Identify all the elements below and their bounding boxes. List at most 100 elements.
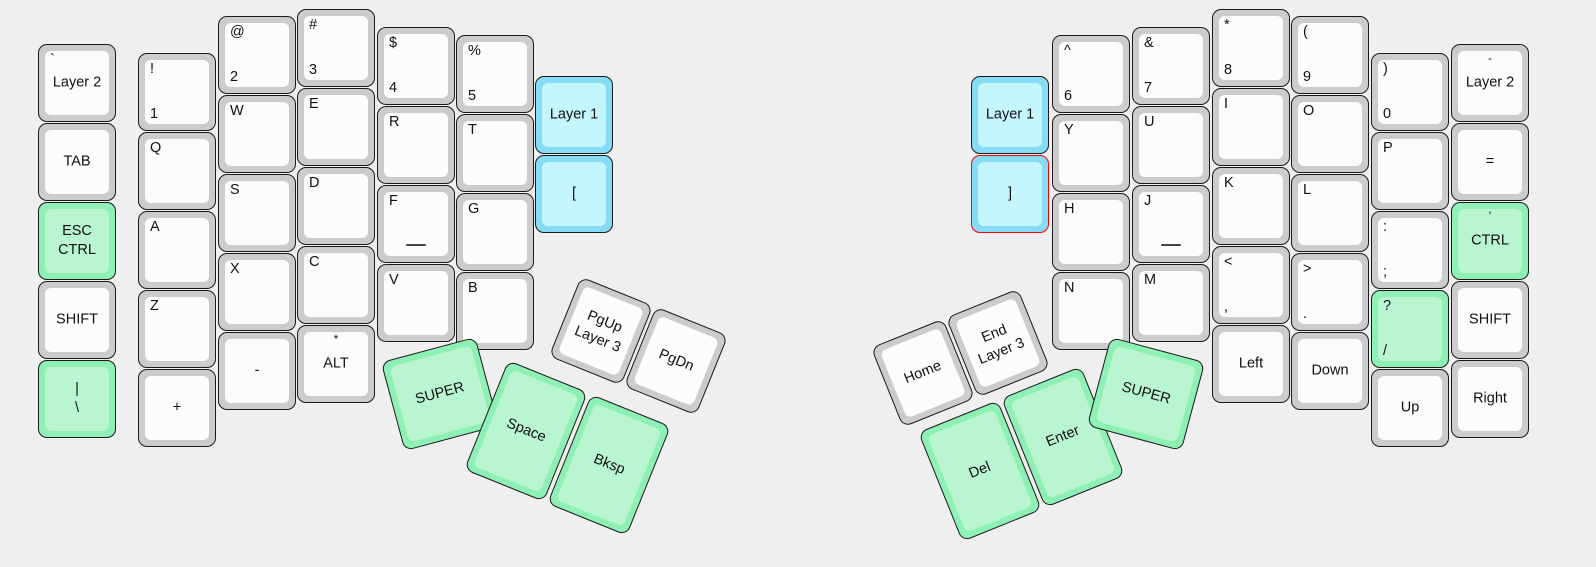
key-o[interactable]: O (1291, 95, 1369, 173)
key-8[interactable]: *8 (1212, 9, 1290, 87)
key-tab[interactable]: TAB (38, 123, 116, 201)
key-u[interactable]: U (1132, 106, 1210, 184)
key-down-arrow-legend-center: Down (1311, 362, 1349, 379)
key-y[interactable]: Y (1052, 114, 1130, 192)
key-layer1-left[interactable]: Layer 1 (535, 76, 613, 154)
key-esc-ctrl[interactable]: ESC CTRL (38, 202, 116, 280)
key-b-legend-top: B (468, 280, 478, 296)
key-comma-legend-bottom: , (1224, 298, 1229, 315)
key-k[interactable]: K (1212, 167, 1290, 245)
key-g-legend-top: G (468, 201, 480, 217)
key-down-arrow-cap: Down (1298, 339, 1362, 403)
key-q[interactable]: Q (138, 132, 216, 210)
key-up-arrow[interactable]: Up (1371, 369, 1449, 447)
key-e[interactable]: E (297, 88, 375, 166)
key-home-cap: Home (879, 327, 967, 419)
key-x[interactable]: X (218, 253, 296, 331)
key-b[interactable]: B (456, 272, 534, 350)
key-a-cap: A (145, 218, 209, 282)
key-period-legend-bottom: . (1303, 305, 1308, 322)
key-x-cap: X (225, 260, 289, 324)
key-w[interactable]: W (218, 95, 296, 173)
key-v[interactable]: V (377, 264, 455, 342)
key-3[interactable]: #3 (297, 9, 375, 87)
key-bracket-right-legend-center: ] (1007, 185, 1013, 202)
key-c[interactable]: C (297, 246, 375, 324)
key-p-cap: P (1378, 139, 1442, 203)
key-f[interactable]: F (377, 185, 455, 263)
key-shift-left[interactable]: SHIFT (38, 281, 116, 359)
key-bracket-right[interactable]: ] (971, 155, 1049, 233)
key-h[interactable]: H (1052, 193, 1130, 271)
key-quote-ctrl[interactable]: 'CTRL (1451, 202, 1529, 280)
key-shift-right-legend-center: SHIFT (1469, 311, 1511, 328)
key-semicolon[interactable]: :; (1371, 211, 1449, 289)
key-6-legend-bottom: 6 (1064, 87, 1073, 104)
key-super-right-cap: SUPER (1095, 345, 1197, 443)
key-e-cap: E (304, 95, 368, 159)
key-layer1-left-legend-center: Layer 1 (549, 106, 599, 123)
key-5[interactable]: %5 (456, 35, 534, 113)
key-z[interactable]: Z (138, 290, 216, 368)
key-j[interactable]: J (1132, 185, 1210, 263)
key-alt[interactable]: *ALT (297, 325, 375, 403)
key-9[interactable]: (9 (1291, 16, 1369, 94)
key-layer1-right[interactable]: Layer 1 (971, 76, 1049, 154)
key-up-arrow-legend-center: Up (1400, 399, 1420, 416)
key-minus[interactable]: - (218, 332, 296, 410)
key-shift-right[interactable]: SHIFT (1451, 281, 1529, 359)
key-pgup-layer3-cap: PgUp Layer 3 (557, 285, 645, 377)
key-7[interactable]: &7 (1132, 27, 1210, 105)
key-bracket-left[interactable]: [ (535, 155, 613, 233)
key-pipe-backslash[interactable]: | \ (38, 360, 116, 438)
key-s[interactable]: S (218, 174, 296, 252)
key-m[interactable]: M (1132, 264, 1210, 342)
key-6-cap: ^6 (1059, 42, 1123, 106)
key-slash[interactable]: ?/ (1371, 290, 1449, 368)
key-1[interactable]: !1 (138, 53, 216, 131)
key-alt-legend-center: ALT (323, 355, 349, 372)
key-grave-layer2[interactable]: `Layer 2 (38, 44, 116, 122)
key-grave-layer2-legend-center: Layer 2 (52, 74, 102, 91)
key-n[interactable]: N (1052, 272, 1130, 350)
key-g[interactable]: G (456, 193, 534, 271)
key-r[interactable]: R (377, 106, 455, 184)
key-shift-right-cap: SHIFT (1458, 288, 1522, 352)
key-1-legend-bottom: 1 (150, 105, 159, 122)
key-p[interactable]: P (1371, 132, 1449, 210)
key-6[interactable]: ^6 (1052, 35, 1130, 113)
key-right-arrow[interactable]: Right (1451, 360, 1529, 438)
key-t-cap: T (463, 121, 527, 185)
key-down-arrow[interactable]: Down (1291, 332, 1369, 410)
key-up-arrow-cap: Up (1378, 376, 1442, 440)
key-w-legend-top: W (230, 103, 244, 119)
key-3-legend-top: # (309, 17, 318, 33)
key-a[interactable]: A (138, 211, 216, 289)
key-right-arrow-cap: Right (1458, 367, 1522, 431)
key-minus-layer2[interactable]: -Layer 2 (1451, 44, 1529, 122)
key-t-legend-top: T (468, 122, 477, 138)
key-minus-cap: - (225, 339, 289, 403)
key-0[interactable]: )0 (1371, 53, 1449, 131)
key-u-legend-top: U (1144, 114, 1155, 130)
key-period[interactable]: >. (1291, 253, 1369, 331)
key-h-cap: H (1059, 200, 1123, 264)
key-2[interactable]: @2 (218, 16, 296, 94)
key-t[interactable]: T (456, 114, 534, 192)
key-l[interactable]: L (1291, 174, 1369, 252)
key-plus[interactable]: + (138, 369, 216, 447)
key-period-legend-top: > (1303, 261, 1312, 277)
key-i[interactable]: I (1212, 88, 1290, 166)
key-4[interactable]: $4 (377, 27, 455, 105)
key-left-arrow[interactable]: Left (1212, 325, 1290, 403)
key-d[interactable]: D (297, 167, 375, 245)
key-space-legend-center: Space (504, 415, 549, 446)
key-home-legend-center: Home (901, 357, 944, 388)
key-4-legend-bottom: 4 (389, 79, 398, 96)
key-6-legend-top: ^ (1064, 43, 1071, 59)
key-comma[interactable]: <, (1212, 246, 1290, 324)
key-2-cap: @2 (225, 23, 289, 87)
key-equals[interactable]: = (1451, 123, 1529, 201)
key-shift-left-legend-center: SHIFT (56, 311, 98, 328)
key-9-legend-top: ( (1303, 24, 1308, 40)
